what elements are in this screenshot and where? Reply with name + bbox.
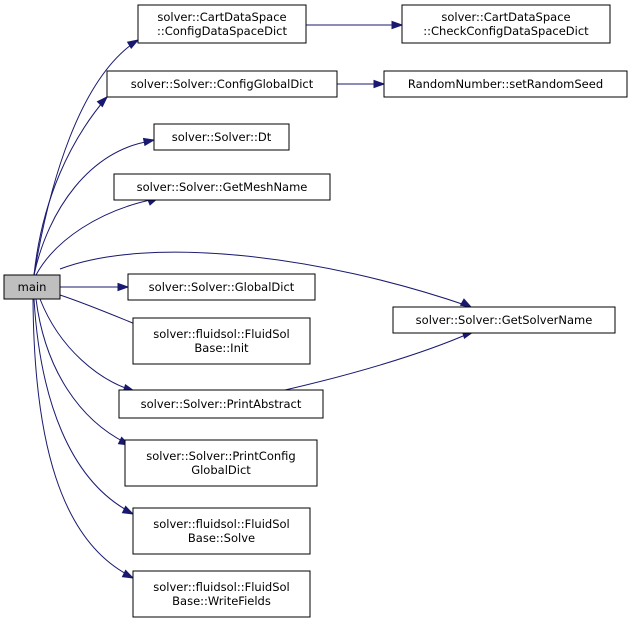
node-box: [132, 317, 311, 365]
node-label: GlobalDict: [191, 463, 251, 477]
edge-main-to-write_fields: [32, 298, 135, 579]
node-label: Base::WriteFields: [172, 594, 271, 608]
arrowhead-icon: [126, 39, 140, 50]
node-label: solver::Solver::Dt: [172, 130, 272, 144]
node-label: ::CheckConfigDataSpaceDict: [423, 24, 589, 38]
node-box: [118, 389, 324, 419]
nodes-layer: main solver::CartDataSpace::ConfigDataSpa…: [3, 4, 628, 618]
node-label: solver::fluidsol::FluidSol: [153, 327, 290, 341]
arrowhead-icon: [373, 79, 386, 89]
node-label: RandomNumber::setRandomSeed: [408, 77, 603, 91]
edge-line: [33, 298, 131, 513]
node-box: [127, 273, 316, 301]
node-label: solver::Solver::GetSolverName: [416, 313, 593, 327]
arrowhead-icon: [96, 95, 109, 108]
node-box: [3, 274, 61, 300]
arrowhead-icon: [142, 137, 156, 147]
node-box: [392, 306, 616, 334]
edge-main-to-print_abstract: [39, 298, 136, 393]
edge-main-to-dt: [33, 137, 156, 276]
edge-line: [33, 41, 136, 276]
node-write-fields[interactable]: solver::fluidsol::FluidSolBase::WriteFie…: [132, 570, 311, 618]
arrowhead-icon: [391, 20, 404, 30]
node-main[interactable]: main: [3, 274, 61, 300]
arrowhead-icon: [117, 282, 130, 292]
node-label: solver::fluidsol::FluidSol: [153, 580, 290, 594]
node-box: [153, 123, 290, 151]
edge-main-to-global_dict: [60, 282, 130, 292]
edge-print_abstract-to-solver_name: [284, 330, 475, 391]
node-box: [137, 4, 307, 44]
node-global-dict[interactable]: solver::Solver::GlobalDict: [127, 273, 316, 301]
edge-line: [32, 298, 131, 577]
node-label: Base::Init: [194, 341, 249, 355]
node-label: main: [18, 280, 47, 294]
node-label: solver::Solver::GlobalDict: [149, 280, 295, 294]
edge-config_global-to-random_seed: [337, 79, 386, 89]
arrowhead-icon: [121, 569, 135, 579]
edge-line: [33, 140, 152, 276]
edge-line: [35, 198, 156, 276]
edge-main-to-config_global: [33, 95, 109, 276]
node-label: solver::CartDataSpace: [441, 10, 570, 24]
node-box: [113, 173, 331, 201]
node-box: [401, 4, 611, 44]
node-box: [132, 570, 311, 618]
edge-main-to-solver_name: [59, 251, 473, 308]
edges-layer: [32, 20, 475, 579]
node-cds-check[interactable]: solver::CartDataSpace::CheckConfigDataSp…: [401, 4, 611, 44]
node-label: ::ConfigDataSpaceDict: [157, 24, 288, 38]
edge-main-to-cds_config: [33, 39, 140, 276]
node-box: [124, 439, 318, 487]
arrowhead-icon: [121, 505, 135, 515]
arrowhead-icon: [459, 298, 473, 308]
edge-cds_config-to-cds_check: [306, 20, 404, 30]
node-label: Base::Solve: [188, 531, 255, 545]
node-label: solver::Solver::GetMeshName: [137, 180, 308, 194]
node-label: solver::Solver::PrintConfig: [146, 449, 295, 463]
node-print-abstract[interactable]: solver::Solver::PrintAbstract: [118, 389, 324, 419]
edge-line: [35, 298, 127, 444]
node-random-seed[interactable]: RandomNumber::setRandomSeed: [383, 70, 628, 98]
node-config-global[interactable]: solver::Solver::ConfigGlobalDict: [106, 70, 338, 98]
edge-line: [284, 332, 471, 391]
node-box: [132, 507, 311, 555]
node-label: solver::CartDataSpace: [157, 10, 286, 24]
node-cds-config[interactable]: solver::CartDataSpace::ConfigDataSpaceDi…: [137, 4, 307, 44]
node-dt[interactable]: solver::Solver::Dt: [153, 123, 290, 151]
edge-main-to-mesh_name: [35, 197, 160, 276]
edge-line: [59, 251, 469, 307]
node-solver-name[interactable]: solver::Solver::GetSolverName: [392, 306, 616, 334]
node-box: [106, 70, 338, 98]
node-mesh-name[interactable]: solver::Solver::GetMeshName: [113, 173, 331, 201]
node-label: solver::fluidsol::FluidSol: [153, 517, 290, 531]
edge-main-to-solve: [33, 298, 135, 515]
edge-line: [39, 298, 132, 391]
node-label: solver::Solver::ConfigGlobalDict: [131, 77, 314, 91]
edge-line: [33, 96, 108, 276]
node-box: [383, 70, 628, 98]
node-label: solver::Solver::PrintAbstract: [141, 397, 302, 411]
